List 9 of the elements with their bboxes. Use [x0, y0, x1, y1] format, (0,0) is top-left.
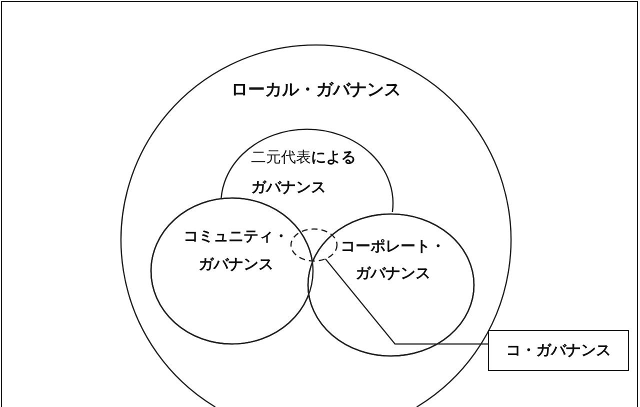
circle-label: コーポレート・ガバナンス [340, 236, 446, 284]
venn-circle [307, 213, 475, 357]
callout-label: コ・ガバナンス [488, 330, 629, 371]
circle-label: コミュニティ・ガバナンス [182, 226, 290, 275]
circle-label: 二元代表によるガバナンス [251, 147, 357, 198]
circle-label: ローカル・ガバナンス [231, 79, 401, 102]
venn-circle [150, 197, 314, 345]
leader-line [324, 258, 488, 345]
dashed-ellipse [290, 228, 338, 262]
